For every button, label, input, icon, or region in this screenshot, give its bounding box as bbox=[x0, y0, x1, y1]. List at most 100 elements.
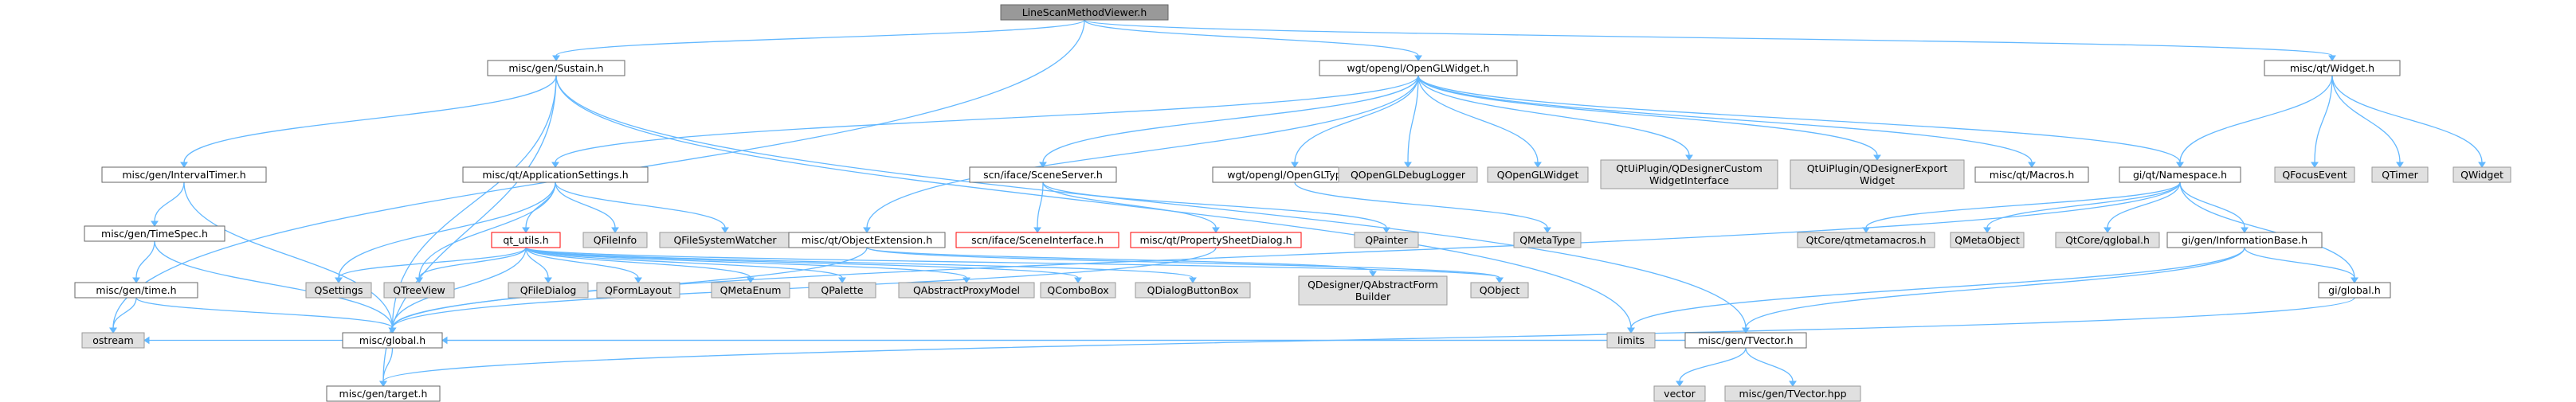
node-box bbox=[2166, 232, 2323, 248]
node-label: QOpenGLWidget bbox=[1497, 169, 1579, 181]
node-n6[interactable]: misc/gen/time.h bbox=[74, 282, 198, 299]
edge-n2-n34 bbox=[1417, 75, 2033, 163]
node-label: QtCore/qtmetamacros.h bbox=[1806, 234, 1927, 246]
edge-n0-n3 bbox=[1084, 19, 2333, 57]
node-label: misc/gen/target.h bbox=[339, 388, 428, 400]
node-n2[interactable]: wgt/opengl/OpenGLWidget.h bbox=[1319, 60, 1518, 76]
node-label: QAbstractProxyModel bbox=[913, 284, 1020, 296]
arrowhead-icon bbox=[1627, 327, 1635, 334]
node-n8[interactable]: misc/global.h bbox=[342, 332, 443, 349]
arrowhead-icon bbox=[1291, 162, 1299, 168]
node-box bbox=[1684, 332, 1807, 349]
node-box bbox=[1000, 4, 1169, 21]
node-n11[interactable]: qt_utils.h bbox=[491, 232, 561, 248]
node-label: QtUiPlugin/QDesignerExport bbox=[1807, 162, 1948, 174]
arrowhead-icon bbox=[2351, 277, 2358, 283]
arrowhead-icon bbox=[522, 227, 530, 233]
node-label: misc/qt/Macros.h bbox=[1990, 169, 2075, 181]
node-box bbox=[1298, 275, 1448, 306]
node-label: gi/gen/InformationBase.h bbox=[2182, 234, 2307, 246]
node-box bbox=[1130, 232, 1302, 248]
edge-n10-n15 bbox=[555, 181, 726, 228]
edge-n1-n4 bbox=[183, 75, 557, 163]
edge-n27-n29 bbox=[1294, 181, 1548, 228]
node-label: QDesigner/QAbstractForm bbox=[1308, 279, 1438, 291]
node-n9[interactable]: misc/gen/target.h bbox=[326, 385, 441, 402]
node-label: WidgetInterface bbox=[1649, 174, 1729, 186]
node-box bbox=[1319, 60, 1518, 76]
node-n4[interactable]: misc/gen/IntervalTimer.h bbox=[101, 166, 267, 183]
edge-n10-n13 bbox=[418, 181, 556, 279]
node-box bbox=[101, 166, 267, 183]
node-n0[interactable]: LineScanMethodViewer.h bbox=[1000, 4, 1169, 21]
edge-n11-n17 bbox=[525, 247, 639, 279]
node-box bbox=[305, 282, 372, 299]
edge-n3-n47 bbox=[2314, 75, 2333, 163]
node-box bbox=[462, 166, 649, 183]
node-box bbox=[326, 385, 441, 402]
node-n10[interactable]: misc/qt/ApplicationSettings.h bbox=[462, 166, 649, 183]
node-box bbox=[74, 282, 198, 299]
node-n27[interactable]: wgt/opengl/OpenGLTypes.h bbox=[1212, 166, 1378, 183]
node-box bbox=[342, 332, 443, 349]
node-label: misc/gen/IntervalTimer.h bbox=[122, 169, 245, 181]
node-n1[interactable]: misc/gen/Sustain.h bbox=[487, 60, 625, 76]
node-n31: QOpenGLWidget bbox=[1487, 166, 1589, 183]
node-label: QOpenGLDebugLogger bbox=[1351, 169, 1466, 181]
node-n44[interactable]: misc/gen/TVector.h bbox=[1684, 332, 1807, 349]
node-n19: QPalette bbox=[808, 282, 876, 299]
arrowhead-icon bbox=[2104, 227, 2111, 233]
node-n5[interactable]: misc/gen/TimeSpec.h bbox=[84, 225, 225, 242]
node-n35[interactable]: gi/qt/Namespace.h bbox=[2119, 166, 2241, 183]
node-label: QTreeView bbox=[393, 284, 445, 296]
node-box bbox=[84, 225, 225, 242]
node-label: misc/qt/ObjectExtension.h bbox=[802, 234, 932, 246]
node-box bbox=[383, 282, 455, 299]
arrowhead-icon bbox=[388, 327, 397, 334]
node-n3[interactable]: misc/qt/Widget.h bbox=[2264, 60, 2401, 76]
node-label: QPainter bbox=[1365, 234, 1408, 246]
node-n40[interactable]: gi/global.h bbox=[2318, 282, 2391, 299]
node-n16: QFileDialog bbox=[508, 282, 589, 299]
node-box bbox=[2264, 60, 2401, 76]
node-box bbox=[487, 60, 625, 76]
node-n45: vector bbox=[1653, 385, 1706, 402]
edge-n35-n40 bbox=[2179, 181, 2355, 279]
node-n34[interactable]: misc/qt/Macros.h bbox=[1974, 166, 2089, 183]
arrowhead-icon bbox=[109, 327, 117, 334]
node-label: Builder bbox=[1355, 291, 1391, 302]
node-label: misc/gen/time.h bbox=[96, 284, 176, 296]
edge-n5-n8 bbox=[154, 240, 394, 329]
node-label: QComboBox bbox=[1047, 284, 1108, 296]
edge-n24-n25 bbox=[1037, 181, 1044, 228]
node-n37: QMetaObject bbox=[1950, 232, 2025, 248]
node-box bbox=[1135, 282, 1251, 299]
edge-n11-n21 bbox=[525, 247, 1079, 279]
node-box bbox=[1040, 282, 1116, 299]
node-label: scn/iface/SceneServer.h bbox=[983, 169, 1103, 181]
node-box bbox=[1724, 385, 1861, 402]
node-n39[interactable]: gi/gen/InformationBase.h bbox=[2166, 232, 2323, 248]
edge-n10-n11 bbox=[525, 181, 556, 228]
arrowhead-icon bbox=[634, 277, 642, 283]
arrowhead-icon bbox=[132, 277, 140, 283]
arrowhead-icon bbox=[1534, 162, 1542, 168]
edge-n2-n27 bbox=[1294, 75, 1419, 163]
node-box bbox=[1354, 232, 1419, 248]
node-box bbox=[81, 332, 145, 349]
node-box bbox=[955, 232, 1119, 248]
edge-n44-n45 bbox=[1679, 347, 1747, 382]
edge-n23-n42 bbox=[866, 247, 1500, 279]
edge-n8-n9 bbox=[382, 347, 394, 382]
node-n14: QFileInfo bbox=[582, 232, 648, 248]
node-n26[interactable]: misc/qt/PropertySheetDialog.h bbox=[1130, 232, 1302, 248]
node-label: QtCore/qglobal.h bbox=[2065, 234, 2150, 246]
node-n23[interactable]: misc/qt/ObjectExtension.h bbox=[788, 232, 946, 248]
edge-n4-n5 bbox=[154, 181, 185, 222]
node-box bbox=[1606, 332, 1656, 349]
node-n24[interactable]: scn/iface/SceneServer.h bbox=[969, 166, 1117, 183]
node-n25[interactable]: scn/iface/SceneInterface.h bbox=[955, 232, 1119, 248]
